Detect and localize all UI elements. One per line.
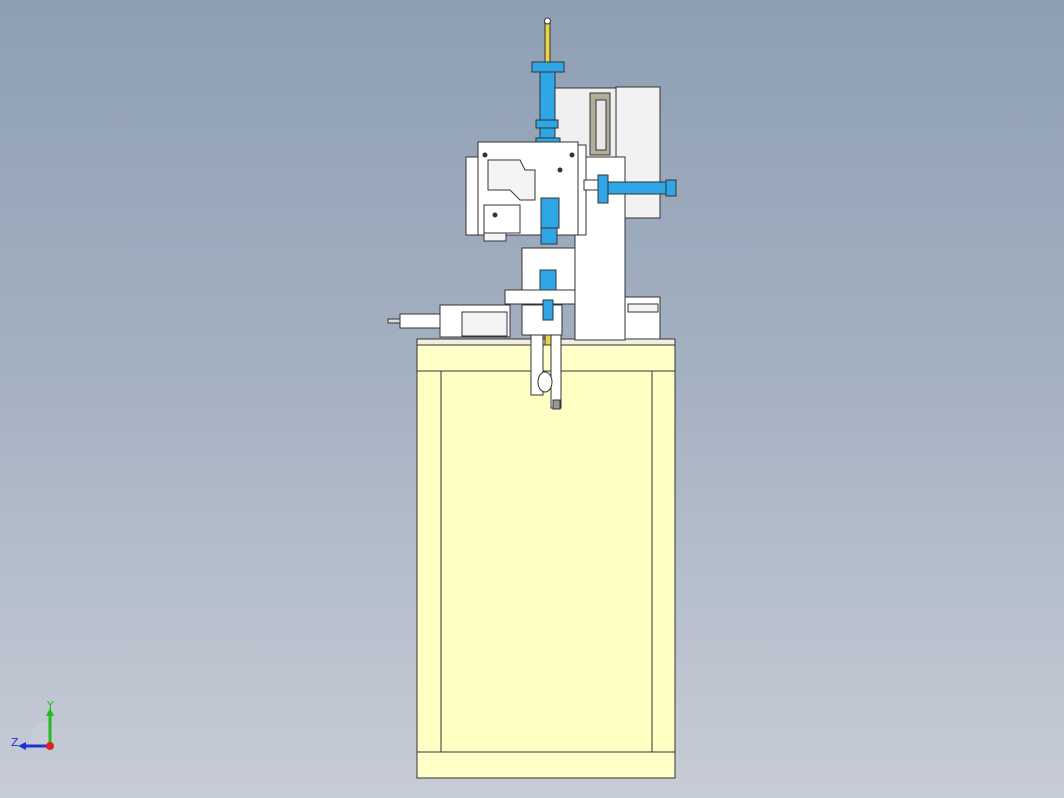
- frame-inner-panel: [440, 370, 653, 753]
- frame-bottom-rail: [416, 751, 676, 779]
- upper-head[interactable]: [465, 141, 587, 245]
- top-cylinder-clamp: [535, 119, 559, 129]
- arm-yellow-detail: [544, 334, 552, 346]
- top-rod-tip: [544, 17, 551, 25]
- coordinate-triad: Y Z: [8, 699, 68, 760]
- z-axis-label: Z: [11, 736, 19, 749]
- head-bolt-4: [557, 167, 563, 173]
- base-frame[interactable]: [416, 338, 676, 779]
- head-detail: [487, 159, 536, 201]
- x-axis-dot: [46, 742, 54, 750]
- arm-plate: [550, 334, 562, 409]
- head-plate-left: [465, 156, 479, 236]
- head-bolt-1: [482, 152, 488, 158]
- side-cylinder-end: [665, 179, 677, 197]
- c-frame-slot-inner: [595, 99, 607, 151]
- triad-svg: Y Z: [11, 699, 54, 750]
- y-axis-arrow: [46, 708, 54, 716]
- head-lower-block: [483, 204, 521, 234]
- side-rod-block: [583, 179, 599, 191]
- frame-top-plate: [416, 340, 676, 372]
- mid-section[interactable]: [387, 247, 661, 340]
- left-slide: [461, 311, 508, 337]
- triad-arc: [29, 720, 50, 746]
- head-bolt-2: [569, 152, 575, 158]
- side-cylinder[interactable]: [583, 174, 677, 204]
- right-slide-unit: [624, 296, 661, 340]
- side-flange: [597, 174, 609, 204]
- top-cylinder-body: [539, 71, 556, 143]
- z-axis-arrow: [18, 742, 26, 750]
- right-slide-rail: [627, 303, 659, 313]
- arm-lower-tip: [552, 399, 561, 410]
- head-blue-insert: [540, 197, 560, 229]
- top-cylinder-flange: [531, 61, 565, 73]
- head-bolt-3: [492, 212, 498, 218]
- mid-bar: [504, 289, 576, 305]
- arm-blue-detail: [542, 299, 554, 321]
- head-foot: [483, 232, 507, 242]
- y-axis-label: Y: [46, 700, 54, 712]
- drop-arm[interactable]: [530, 299, 562, 410]
- left-motor: [399, 313, 441, 329]
- center-clamp: [521, 304, 563, 336]
- left-motor-shaft: [387, 318, 401, 324]
- side-cylinder-body: [607, 181, 671, 195]
- head-blue-lower: [540, 227, 558, 245]
- top-rod: [544, 19, 551, 65]
- arm-roller: [537, 371, 553, 393]
